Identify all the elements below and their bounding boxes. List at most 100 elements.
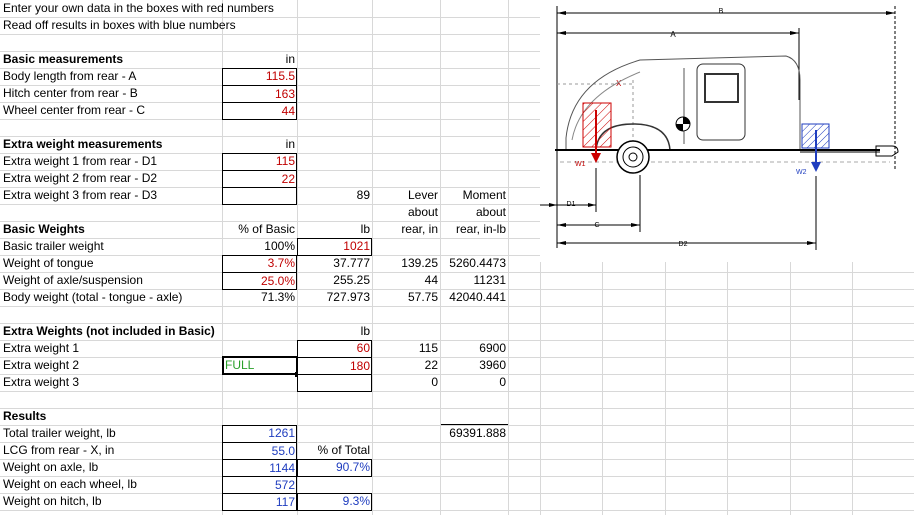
- gridline-row-8: [0, 136, 914, 137]
- gridline-row-30: [0, 510, 914, 511]
- tongue-pct-input[interactable]: 3.7%: [267, 256, 295, 270]
- lever-header-3: rear, in: [401, 222, 438, 236]
- label-a: A: [670, 30, 676, 39]
- hitch-pct-box: [297, 493, 372, 511]
- gridline-row-25: [0, 425, 914, 426]
- basic-meas-input-box: [222, 68, 297, 120]
- lever-header-2: about: [407, 205, 438, 219]
- gridline-row-19: [0, 323, 914, 324]
- extra-weight-1-input[interactable]: 60: [356, 341, 370, 355]
- extra-meas-label-d2: Extra weight 2 from rear - D2: [3, 171, 158, 185]
- total-weight-value: 1261: [268, 426, 295, 440]
- door-outline: [696, 63, 746, 141]
- axle-pct-input[interactable]: 25.0%: [222, 272, 297, 289]
- pct-of-total-header: % of Total: [317, 443, 370, 457]
- label-w1: W1: [575, 161, 586, 168]
- gridline-row-22: [0, 374, 914, 375]
- moment-sum-line: [441, 424, 508, 425]
- dimension-d1: D1: [540, 168, 597, 248]
- extra-weight-3-lever: 0: [431, 375, 438, 389]
- basic-trailer-weight-input[interactable]: 1021: [343, 239, 370, 253]
- wheel-weight-label: Weight on each wheel, lb: [3, 477, 137, 491]
- total-weight-label: Total trailer weight, lb: [3, 426, 116, 440]
- extra-weights-header: Extra Weights (not included in Basic): [3, 324, 215, 338]
- axle-lever: 44: [424, 273, 438, 287]
- extra-weight-3-input[interactable]: [297, 374, 372, 391]
- gridline-row-2: [0, 34, 914, 35]
- gridline-col-2: [372, 0, 373, 515]
- label-x: X: [616, 79, 622, 88]
- extra-weight-2-flag[interactable]: FULL: [225, 358, 255, 372]
- gridline-row-4: [0, 68, 914, 69]
- lcg-label: LCG from rear - X, in: [3, 443, 115, 457]
- gridline-row-24: [0, 408, 914, 409]
- wheel-weight-value: 572: [222, 476, 297, 493]
- axle-pct-box: [297, 459, 372, 477]
- hitch-coupler: [875, 145, 899, 157]
- trailer-hatch-line: [571, 71, 641, 141]
- axle-moment: 11231: [473, 273, 506, 287]
- gridline-row-29: [0, 493, 914, 494]
- gridline-row-26: [0, 442, 914, 443]
- gridline-row-1: [0, 17, 914, 18]
- gridline-row-23: [0, 391, 914, 392]
- tongue-lever: 139.25: [401, 256, 438, 270]
- gridline-row-13: [0, 221, 914, 222]
- gridline-col-1: [297, 0, 298, 515]
- extra-meas-input-box: [222, 153, 297, 205]
- extra-weight-2-lever: 22: [424, 358, 438, 372]
- d3-input[interactable]: [222, 187, 297, 204]
- extra-weight-2-label: Extra weight 2: [3, 358, 80, 372]
- gridline-row-12: [0, 204, 914, 205]
- body-moment: 42040.441: [449, 290, 506, 304]
- gridline-row-21: [0, 357, 914, 358]
- total-moment: 69391.888: [449, 426, 506, 440]
- tongue-lb: 37.777: [333, 256, 370, 270]
- results-header: Results: [3, 409, 47, 423]
- wheel-icon: [616, 140, 650, 174]
- d1-input[interactable]: 115: [275, 154, 295, 168]
- axle-weight-label: Weight of axle/suspension: [3, 273, 143, 287]
- gridline-row-16: [0, 272, 914, 273]
- hitch-center-input[interactable]: 163: [222, 85, 297, 102]
- trailer-diagram: B A X W1: [540, 0, 914, 262]
- lcg-value: 55.0: [222, 442, 297, 459]
- hitch-weight-value: 117: [222, 493, 297, 510]
- gridline-col-4: [508, 0, 509, 515]
- hitch-pct-value: 9.3%: [342, 494, 370, 508]
- dimension-a: A: [557, 28, 800, 100]
- basic-meas-label-a: Body length from rear - A: [3, 69, 137, 83]
- axle-weight-value: 1144: [222, 459, 297, 476]
- axle-lb: 255.25: [333, 273, 370, 287]
- lever-header-1: Lever: [407, 188, 438, 202]
- body-length-input[interactable]: 115.5: [265, 69, 295, 83]
- extra-meas-label-d1: Extra weight 1 from rear - D1: [3, 154, 158, 168]
- label-b: B: [719, 8, 724, 15]
- dimension-d2: D2: [557, 176, 817, 250]
- tongue-weight-label: Weight of tongue: [3, 256, 94, 270]
- wheel-center-input[interactable]: 44: [222, 102, 297, 119]
- extra-weight-2-input[interactable]: 180: [297, 357, 372, 374]
- basic-trailer-weight-label: Basic trailer weight: [3, 239, 104, 253]
- basic-measurements-unit: in: [285, 52, 295, 66]
- gridline-row-9: [0, 153, 914, 154]
- gridline-row-14: [0, 238, 914, 239]
- basic-meas-label-c: Wheel center from rear - C: [3, 103, 146, 117]
- d2-input[interactable]: 22: [222, 170, 297, 187]
- extra-lb-header: lb: [360, 324, 370, 338]
- gridline-row-17: [0, 289, 914, 290]
- results-output-box: [222, 425, 297, 511]
- basic-trailer-weight-pct: 100%: [264, 239, 295, 253]
- d3-extra-value: 89: [356, 188, 370, 202]
- w1-arrow-head: [591, 153, 601, 163]
- hitch-weight-label: Weight on hitch, lb: [3, 494, 102, 508]
- active-cell-selection: [222, 356, 298, 375]
- body-lb: 727.973: [326, 290, 370, 304]
- center-of-gravity-icon: [675, 116, 691, 132]
- pct-of-basic-header: % of Basic: [238, 222, 295, 236]
- gridline-row-20: [0, 340, 914, 341]
- door-window: [704, 73, 739, 103]
- w2-arrow-head: [811, 162, 821, 172]
- moment-header-2: about: [475, 205, 506, 219]
